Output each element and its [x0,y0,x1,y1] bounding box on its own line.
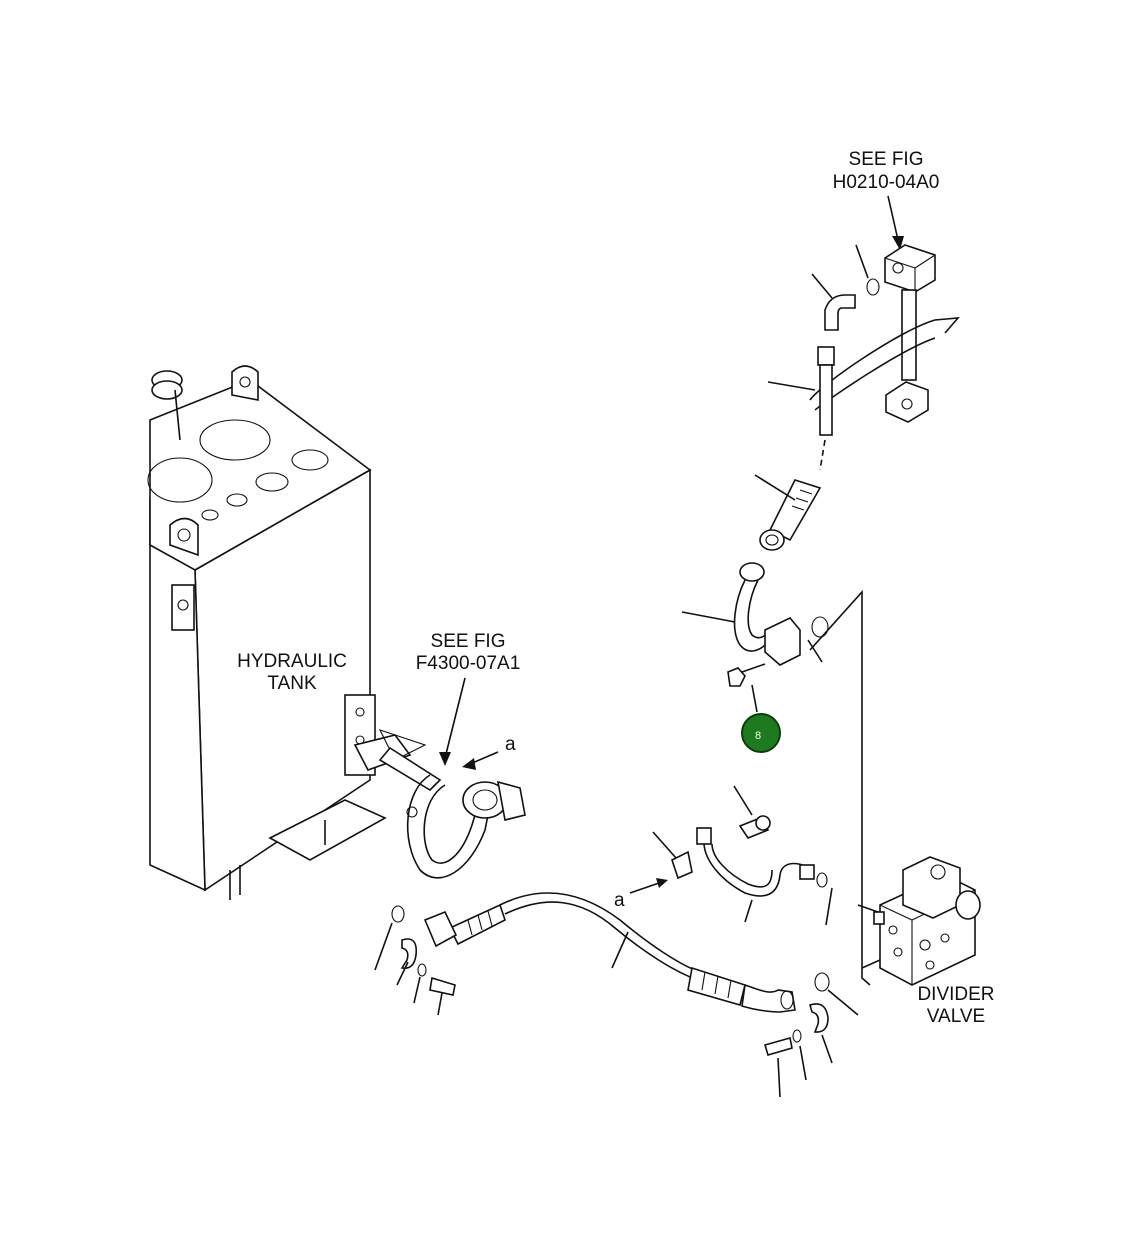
see-fig-mid-leader [444,677,466,759]
upper-valve-block [754,244,960,551]
long-hose [423,892,796,1013]
callout-8-marker[interactable]: 8 [741,713,781,753]
see-fig-mid-line2: F4300-07A1 [416,653,521,674]
ref-a-upper: a [505,734,516,755]
hose-clamp-right [763,972,859,1098]
see-fig-mid-line1: SEE FIG [431,631,506,652]
see-fig-top-leader [887,195,899,241]
divider-label-line2: VALVE [927,1006,985,1027]
ref-a-lower: a [614,890,625,911]
tank-label-line1: HYDRAULIC [237,651,347,672]
callout-8-number: 8 [755,730,761,742]
divider-valve [857,856,981,986]
hose-clamp-left [374,905,456,1016]
hydraulic-tank [147,365,387,900]
see-fig-top-line1: SEE FIG [849,149,924,170]
divider-bracket-line [809,589,871,986]
pressure-sensor-harness [652,785,833,926]
suction-pipe-assembly [344,694,526,879]
pressure-tube [681,562,829,713]
see-fig-top-line2: H0210-04A0 [833,172,940,193]
divider-label-line1: DIVIDER [917,984,994,1005]
tank-label-line2: TANK [267,673,317,694]
